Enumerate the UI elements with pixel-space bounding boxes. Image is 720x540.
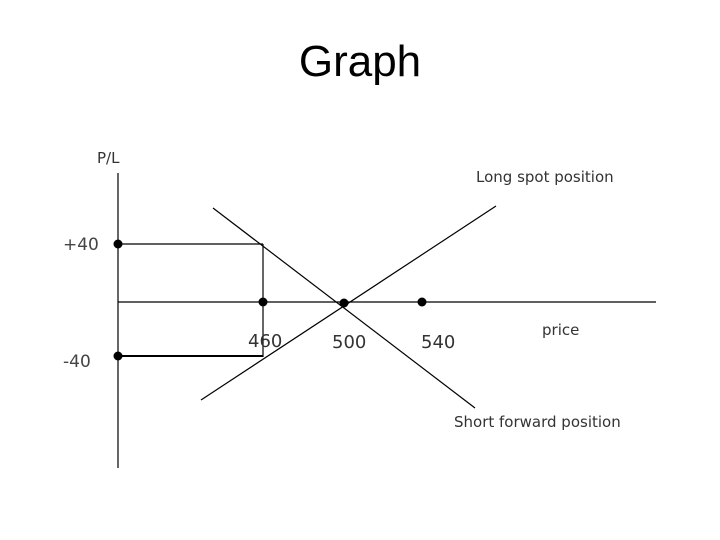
- point-540: [417, 297, 427, 307]
- x-tick-500: 500: [332, 332, 366, 353]
- long-spot-label: Long spot position: [476, 168, 614, 186]
- y-axis-label: P/L: [97, 149, 120, 167]
- point-minus40: [113, 351, 123, 361]
- point-500: [339, 298, 349, 308]
- x-tick-460: 460: [248, 331, 282, 352]
- short-forward-label: Short forward position: [454, 413, 621, 431]
- x-axis-label: price: [542, 321, 579, 339]
- point-460: [258, 297, 268, 307]
- x-tick-540: 540: [421, 332, 455, 353]
- short-forward-line: [212, 207, 476, 409]
- point-plus40: [113, 239, 123, 249]
- page-title: Graph: [298, 37, 422, 86]
- y-tick-plus40: +40: [63, 235, 99, 255]
- y-tick-minus40: -40: [63, 352, 91, 372]
